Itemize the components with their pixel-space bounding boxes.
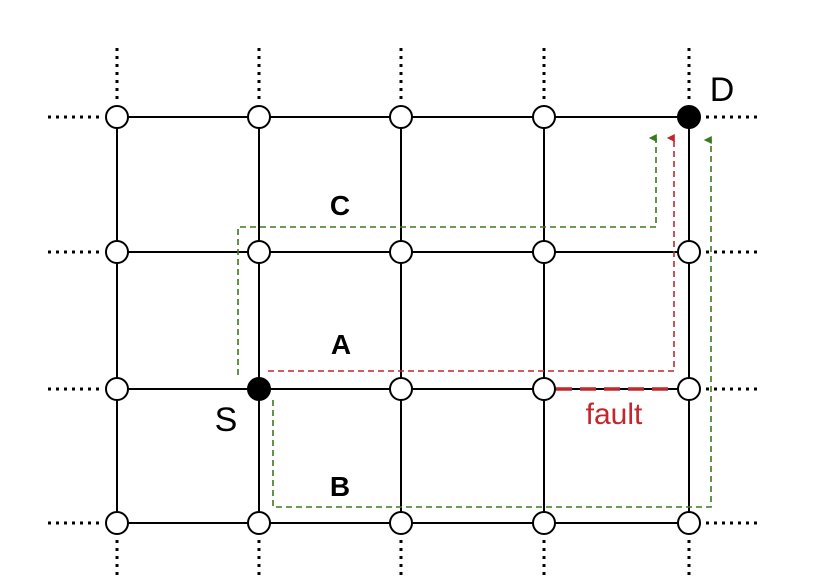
node — [105, 105, 129, 129]
grid-links — [116, 116, 690, 524]
fault-label: fault — [586, 398, 643, 431]
node — [389, 240, 413, 264]
node — [105, 240, 129, 264]
destination-node — [677, 105, 701, 129]
node — [247, 511, 271, 535]
node — [532, 105, 556, 129]
continuation-dots — [48, 48, 760, 580]
labels: C A B S D fault — [215, 71, 735, 502]
source-node — [247, 377, 271, 401]
node — [105, 511, 129, 535]
node — [532, 240, 556, 264]
node — [532, 511, 556, 535]
node — [389, 105, 413, 129]
node — [247, 105, 271, 129]
node — [677, 511, 701, 535]
node — [677, 377, 701, 401]
path-c-label: C — [330, 190, 350, 221]
nodes — [105, 105, 701, 535]
destination-label: D — [710, 71, 735, 109]
path-c-route — [237, 134, 657, 375]
node — [389, 377, 413, 401]
node — [677, 240, 701, 264]
path-a-label: A — [331, 329, 351, 360]
path-a-route — [268, 134, 675, 372]
node — [247, 240, 271, 264]
node — [389, 511, 413, 535]
node — [105, 377, 129, 401]
source-label: S — [215, 401, 238, 439]
routing-paths — [237, 134, 712, 508]
node — [532, 377, 556, 401]
path-b-label: B — [330, 471, 350, 502]
path-b-route — [272, 136, 712, 508]
